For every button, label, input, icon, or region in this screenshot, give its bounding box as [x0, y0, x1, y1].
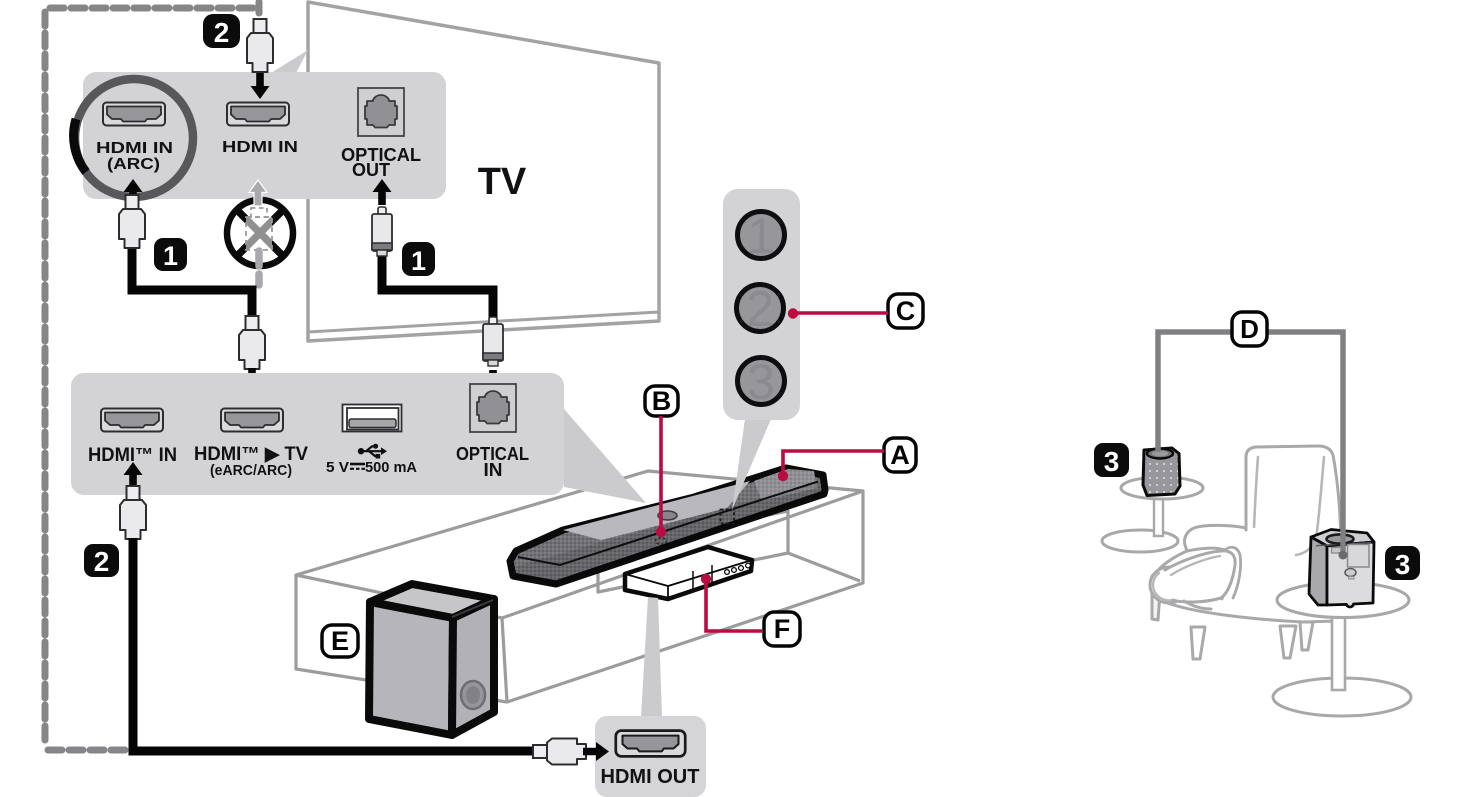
svg-text:2: 2: [746, 281, 774, 337]
svg-text:1: 1: [163, 241, 178, 271]
svg-text:OPTICAL: OPTICAL: [341, 145, 421, 165]
svg-text:HDMI OUT: HDMI OUT: [601, 766, 700, 788]
svg-text:HDMI IN: HDMI IN: [222, 139, 298, 156]
svg-text:2: 2: [214, 17, 230, 48]
svg-text:500 mA: 500 mA: [365, 459, 417, 476]
svg-text:1: 1: [411, 246, 426, 276]
svg-text:TV: TV: [478, 161, 527, 203]
svg-text:C: C: [896, 296, 916, 326]
svg-text:HDMI™ IN: HDMI™ IN: [88, 445, 177, 466]
svg-text:HDMI™ ▶ TV: HDMI™ ▶ TV: [194, 444, 308, 465]
svg-text:IN: IN: [484, 459, 503, 480]
svg-text:3: 3: [1395, 549, 1411, 580]
svg-text:2: 2: [94, 546, 110, 577]
svg-text:HDMI IN: HDMI IN: [96, 140, 173, 157]
svg-text:E: E: [331, 626, 349, 656]
svg-text:3: 3: [1104, 446, 1120, 477]
svg-text:F: F: [774, 614, 791, 644]
svg-text:OUT: OUT: [352, 160, 390, 180]
svg-text:1: 1: [747, 208, 775, 264]
svg-text:3: 3: [747, 354, 775, 410]
svg-text:OPTICAL: OPTICAL: [456, 443, 529, 464]
svg-text:A: A: [890, 440, 910, 470]
svg-text:D: D: [1240, 314, 1259, 344]
svg-text:5 V: 5 V: [326, 459, 349, 476]
svg-text:B: B: [652, 386, 672, 416]
svg-text:(ARC): (ARC): [107, 156, 160, 173]
svg-text:(eARC/ARC): (eARC/ARC): [210, 462, 292, 479]
